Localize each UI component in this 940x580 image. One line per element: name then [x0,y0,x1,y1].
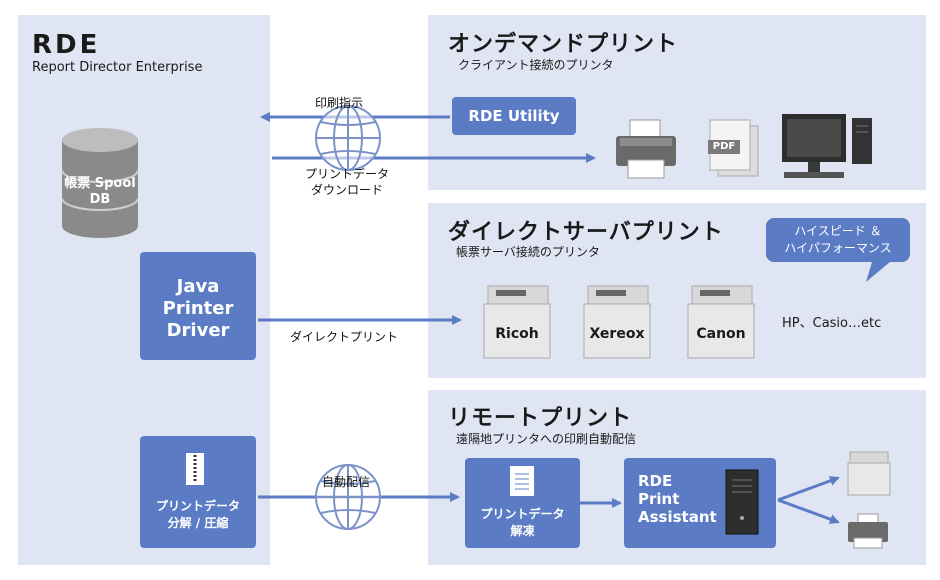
printer-icon [616,119,676,179]
database-label-line2: DB [89,192,111,207]
on-demand-title: オンデマンドプリント [448,32,679,57]
database-icon [61,128,139,238]
database-label-line1: 帳票 Spool [64,176,136,191]
auto-delivery-label: 自動配信 [322,475,371,489]
download-label-line2: ダウンロード [310,183,383,197]
other-printers-label: HP、Casio…etc [782,316,882,331]
bubble-line1: ハイスピード ＆ [794,224,882,238]
pdf-document-icon [708,119,759,177]
java-driver-line2: Printer [162,298,234,319]
direct-title: ダイレクトサーバプリント [448,220,724,245]
speed-speech-bubble: ハイスピード ＆ ハイパフォーマンス [766,218,910,262]
globe-icon [315,464,381,530]
assistant-to-printer1-arrow [777,476,840,502]
database-label: 帳票 Spool DB [62,176,138,208]
assistant-line3: Assistant [638,508,717,526]
print-instruction-label: 印刷指示 [315,96,364,110]
copier-icon [847,451,891,496]
assistant-to-printer2-arrow [777,498,840,524]
printer-icon [848,513,888,549]
printer-label-ricoh: Ricoh [495,326,539,342]
copier-icon [687,285,755,359]
assistant-line2: Print [638,490,680,508]
assistant-line1: RDE [638,472,673,490]
rde-title: RDE [32,30,101,60]
split-line2: 分解 / 圧縮 [167,516,229,530]
rde-utility-button[interactable]: RDE Utility [452,97,576,135]
copier-icon [583,285,651,359]
remote-subtitle: 遠隔地プリンタへの印刷自動配信 [456,432,637,446]
rde-subtitle: Report Director Enterprise [32,60,203,75]
java-printer-driver-box: Java Printer Driver [140,252,256,360]
download-label-line1: プリントデータ [304,167,389,181]
java-driver-line1: Java [176,276,220,297]
decompress-box: プリントデータ 解凍 [465,458,580,548]
decompress-line1: プリントデータ [480,507,565,521]
direct-subtitle: 帳票サーバ接続のプリンタ [456,245,600,259]
java-driver-line3: Driver [166,320,230,341]
globe-icon [315,105,381,171]
on-demand-subtitle: クライアント接続のプリンタ [458,58,614,72]
direct-print-label: ダイレクトプリント [290,330,399,344]
printer-label-canon: Canon [696,326,746,342]
printer-label-xereox: Xereox [589,326,645,342]
desktop-computer-icon [782,114,872,178]
bubble-line2: ハイパフォーマンス [784,241,892,255]
speech-bubble-tail [866,262,890,282]
decompress-line2: 解凍 [510,524,535,538]
rde-print-assistant-box: RDE Print Assistant [624,458,776,548]
remote-title: リモートプリント [448,406,633,431]
split-compress-box: プリントデータ 分解 / 圧縮 [140,436,256,548]
split-line1: プリントデータ [155,499,240,513]
download-label: プリントデータ ダウンロード [292,166,402,198]
copier-icon [483,285,551,359]
pdf-label: PDF [712,141,736,152]
